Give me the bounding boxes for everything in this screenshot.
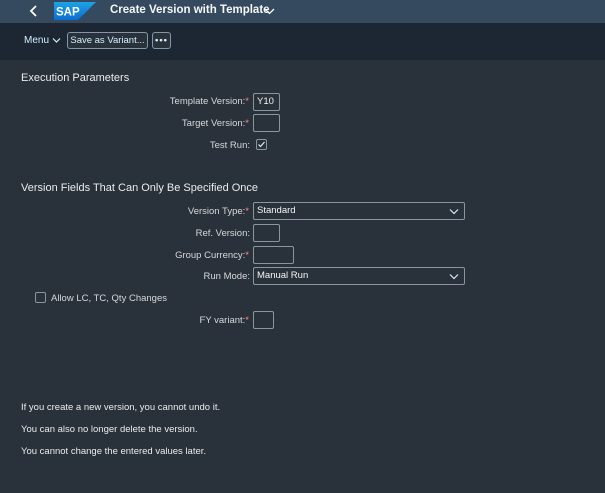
template-version-label: Template Version:*: [169, 96, 249, 107]
fy-variant-input[interactable]: [253, 311, 274, 329]
note-delete: You can also no longer delete the versio…: [21, 424, 198, 435]
more-options-button[interactable]: •••: [152, 32, 171, 49]
save-as-variant-label: Save as Variant...: [70, 35, 145, 46]
chevron-down-icon[interactable]: [264, 6, 275, 16]
template-version-input[interactable]: Y10: [253, 93, 280, 111]
version-fields-title: Version Fields That Can Only Be Specifie…: [21, 182, 259, 194]
back-arrow-icon[interactable]: [27, 2, 41, 20]
allow-changes-checkbox[interactable]: [35, 292, 46, 303]
required-marker: *: [245, 315, 249, 326]
version-type-select[interactable]: Standard: [253, 202, 465, 220]
toolbar: Menu Save as Variant... •••: [0, 23, 605, 60]
chevron-down-icon: [449, 209, 459, 215]
sap-logo-text: SAP: [56, 7, 80, 19]
app-title[interactable]: Create Version with Template: [110, 4, 270, 16]
execution-parameters-title: Execution Parameters: [21, 72, 130, 84]
group-currency-label: Group Currency:*: [175, 250, 249, 261]
save-as-variant-button[interactable]: Save as Variant...: [67, 32, 148, 49]
shell-bar: SAP Create Version with Template: [0, 0, 605, 23]
run-mode-select[interactable]: Manual Run: [253, 267, 465, 285]
allow-changes-label: Allow LC, TC, Qty Changes: [51, 293, 167, 304]
note-change: You cannot change the entered values lat…: [21, 446, 207, 457]
chevron-down-icon: [449, 274, 459, 280]
required-marker: *: [245, 118, 249, 129]
chevron-down-icon: [52, 38, 61, 43]
target-version-input[interactable]: [253, 114, 280, 132]
overflow-icon: •••: [155, 35, 168, 46]
test-run-checkbox[interactable]: [256, 139, 267, 150]
required-marker: *: [245, 250, 249, 261]
version-type-value: Standard: [257, 205, 296, 216]
menu-button-label: Menu: [24, 35, 50, 46]
ref-version-label: Ref. Version:: [195, 228, 250, 239]
fy-variant-label: FY variant:*: [199, 315, 249, 326]
sap-logo[interactable]: SAP: [54, 2, 96, 20]
group-currency-input[interactable]: [253, 246, 294, 264]
ref-version-input[interactable]: [253, 224, 280, 242]
test-run-label: Test Run:: [209, 140, 250, 151]
checkmark-icon: [258, 141, 265, 148]
run-mode-label: Run Mode:: [203, 271, 250, 282]
required-marker: *: [245, 206, 249, 217]
required-marker: *: [245, 96, 249, 107]
version-type-label: Version Type:*: [187, 206, 249, 217]
menu-button[interactable]: Menu: [24, 35, 61, 46]
run-mode-value: Manual Run: [257, 270, 309, 281]
note-undo: If you create a new version, you cannot …: [21, 402, 221, 413]
target-version-label: Target Version:*: [181, 118, 249, 129]
